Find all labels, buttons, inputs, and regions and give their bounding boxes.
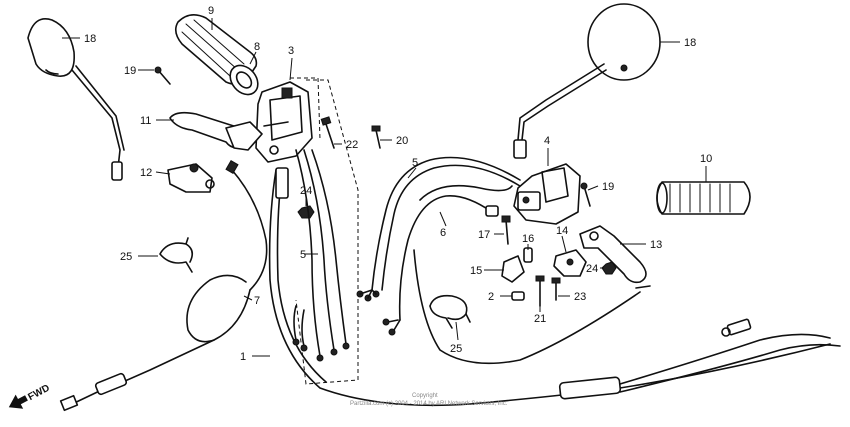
screw-21[interactable] — [535, 275, 545, 307]
lever-bracket[interactable] — [167, 163, 215, 193]
callout-19-right: 19 — [602, 181, 614, 193]
callout-25-right: 25 — [450, 343, 462, 355]
callout-25-left: 25 — [120, 251, 132, 263]
callout-19-left: 19 — [124, 65, 136, 77]
callout-13: 13 — [650, 239, 662, 251]
right-mirror[interactable] — [513, 3, 661, 159]
screw-22[interactable] — [320, 116, 335, 149]
fwd-label: FWD — [26, 383, 51, 403]
callout-11: 11 — [140, 115, 151, 127]
callout-17: 17 — [478, 229, 490, 241]
left-switch-housing[interactable] — [255, 81, 313, 163]
callout-21: 21 — [534, 313, 546, 325]
callout-labels: 18 9 8 3 19 11 12 22 20 24 25 7 1 5 5 6 … — [84, 5, 712, 363]
switch-harness-left[interactable] — [292, 149, 350, 362]
callout-12: 12 — [140, 167, 152, 179]
leader-lines — [62, 18, 707, 357]
callout-20: 20 — [396, 135, 408, 147]
switch-bracket-15[interactable] — [501, 255, 525, 283]
callout-24-right: 24 — [586, 263, 598, 275]
screw-17[interactable] — [501, 215, 511, 245]
callout-8: 8 — [254, 41, 260, 53]
washer-2[interactable] — [511, 291, 525, 301]
callout-18-left: 18 — [84, 33, 96, 45]
copyright-line-1: Copyright — [412, 393, 438, 399]
callout-23: 23 — [574, 291, 586, 303]
callout-9: 9 — [208, 5, 214, 17]
copyright-watermark: Copyright Partzilla.com (c) 2004 - 2014 … — [350, 393, 508, 407]
stop-switch[interactable] — [523, 247, 533, 263]
right-switch-housing[interactable] — [513, 163, 581, 225]
callout-3: 3 — [288, 45, 294, 57]
speedometer-cable[interactable] — [413, 249, 651, 365]
callout-5-right: 5 — [412, 157, 418, 169]
screw-19-left[interactable] — [154, 66, 171, 85]
callout-14: 14 — [556, 225, 568, 237]
cable-band-right[interactable] — [429, 294, 471, 329]
copyright-line-2: Partzilla.com (c) 2004 - 2014 by ARI Net… — [350, 401, 508, 407]
front-brake-lever[interactable] — [579, 225, 647, 284]
callout-24-left: 24 — [300, 185, 312, 197]
callout-15: 15 — [470, 265, 482, 277]
housing-dashed-guide — [290, 77, 321, 141]
fwd-arrow-icon — [8, 394, 28, 409]
clutch-lever[interactable] — [169, 111, 263, 151]
callout-22: 22 — [346, 139, 358, 151]
screw-23[interactable] — [551, 277, 561, 301]
switch-harness-right[interactable] — [356, 156, 521, 302]
callout-2: 2 — [488, 291, 494, 303]
callout-10: 10 — [700, 153, 712, 165]
callout-6: 6 — [440, 227, 446, 239]
left-mirror[interactable] — [27, 18, 125, 181]
nut-24-left[interactable] — [297, 205, 315, 219]
brake-switch-wire[interactable] — [382, 184, 513, 336]
callout-1: 1 — [240, 351, 246, 363]
callout-7: 7 — [254, 295, 260, 307]
fwd-indicator: FWD — [8, 383, 52, 409]
callout-18-right: 18 — [684, 37, 696, 49]
clutch-cable[interactable] — [59, 159, 268, 412]
throttle-grip[interactable] — [174, 14, 264, 100]
callout-5-left: 5 — [300, 249, 306, 261]
screw-19-right[interactable] — [580, 182, 591, 207]
cable-band-left[interactable] — [159, 237, 194, 273]
brake-lever-holder[interactable] — [553, 249, 587, 277]
throttle-cable[interactable] — [268, 167, 841, 407]
screw-20[interactable] — [371, 125, 381, 149]
callout-16: 16 — [522, 233, 534, 245]
wiring-dashed-outline — [295, 79, 359, 385]
right-grip[interactable] — [656, 181, 751, 215]
callout-4: 4 — [544, 135, 550, 147]
